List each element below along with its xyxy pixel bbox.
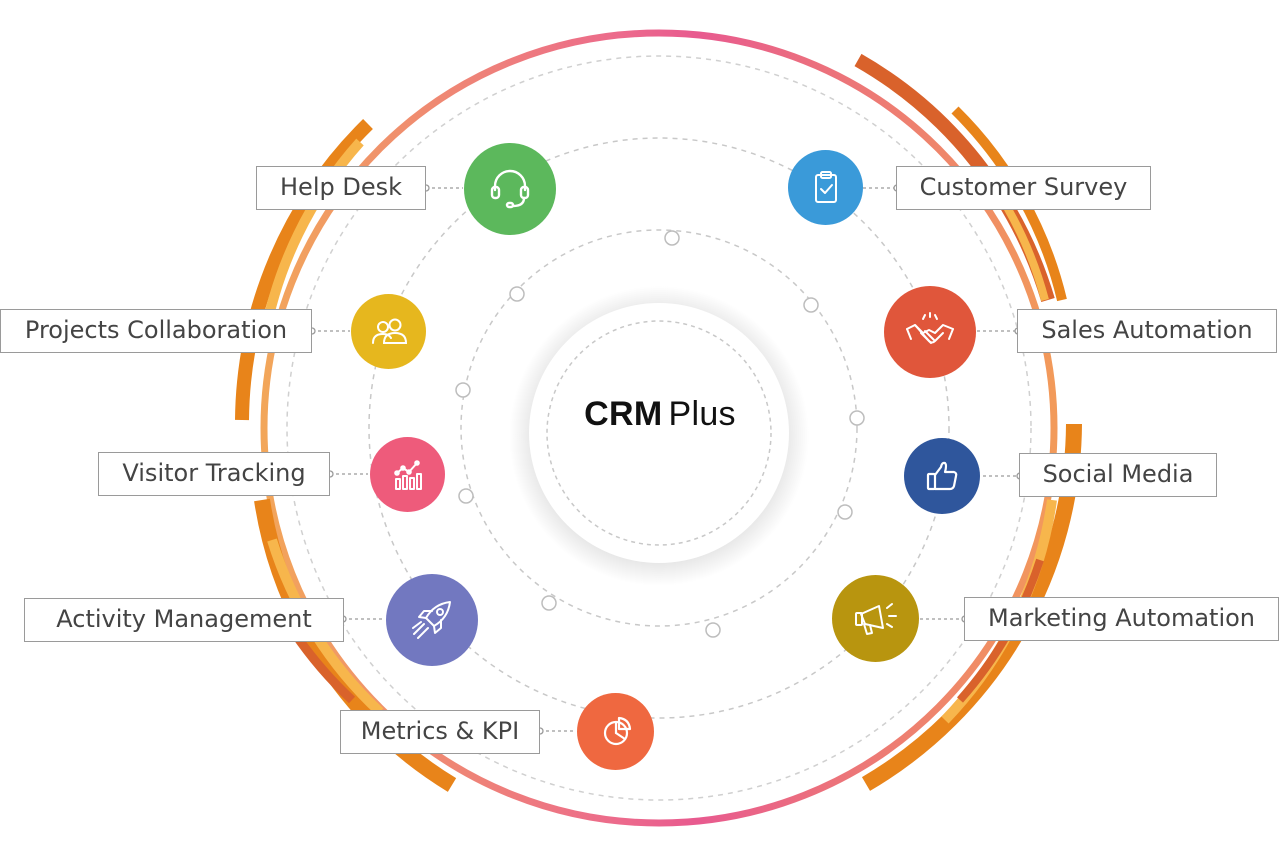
social-media-icon-circle[interactable] xyxy=(904,438,980,514)
rocket-icon xyxy=(412,601,451,639)
customer-survey-icon-circle[interactable] xyxy=(788,150,863,225)
label-connectors xyxy=(312,187,1020,732)
headset-icon xyxy=(490,169,530,209)
center-title-bold: CRM xyxy=(584,395,663,433)
analytics-chart-icon xyxy=(393,459,422,490)
handshake-icon xyxy=(906,312,954,344)
activity-management-icon-circle[interactable] xyxy=(386,574,478,666)
outer-gradient-ring xyxy=(260,29,1058,827)
marketing-automation-label[interactable]: Marketing Automation xyxy=(964,597,1279,641)
center-disc xyxy=(529,303,789,563)
metrics-kpi-label[interactable]: Metrics & KPI xyxy=(340,710,540,754)
marketing-automation-icon-circle[interactable] xyxy=(832,575,919,662)
projects-collaboration-icon-circle[interactable] xyxy=(351,294,426,369)
clipboard-check-icon xyxy=(814,170,837,203)
visitor-tracking-label[interactable]: Visitor Tracking xyxy=(98,452,330,496)
metrics-kpi-icon-circle[interactable] xyxy=(577,693,654,770)
dashed-orbit-mid xyxy=(368,137,950,719)
activity-management-label[interactable]: Activity Management xyxy=(24,598,344,642)
pie-chart-icon xyxy=(603,716,631,745)
orbit-nodes xyxy=(455,230,865,638)
dashed-orbit-inner xyxy=(460,229,858,627)
dashed-orbit-outer xyxy=(286,55,1032,801)
help-desk-label[interactable]: Help Desk xyxy=(256,166,426,210)
visitor-tracking-icon-circle[interactable] xyxy=(370,437,445,512)
sales-automation-label[interactable]: Sales Automation xyxy=(1017,309,1277,353)
social-media-label[interactable]: Social Media xyxy=(1019,453,1217,497)
customer-survey-label[interactable]: Customer Survey xyxy=(896,166,1151,210)
thumbs-up-icon xyxy=(926,461,958,491)
help-desk-icon-circle[interactable] xyxy=(464,143,556,235)
megaphone-icon xyxy=(854,602,897,635)
people-icon xyxy=(371,318,407,344)
center-title-regular: Plus xyxy=(668,395,736,433)
center-dashed-ring xyxy=(546,320,772,546)
sales-automation-icon-circle[interactable] xyxy=(884,286,976,378)
projects-collaboration-label[interactable]: Projects Collaboration xyxy=(0,309,312,353)
